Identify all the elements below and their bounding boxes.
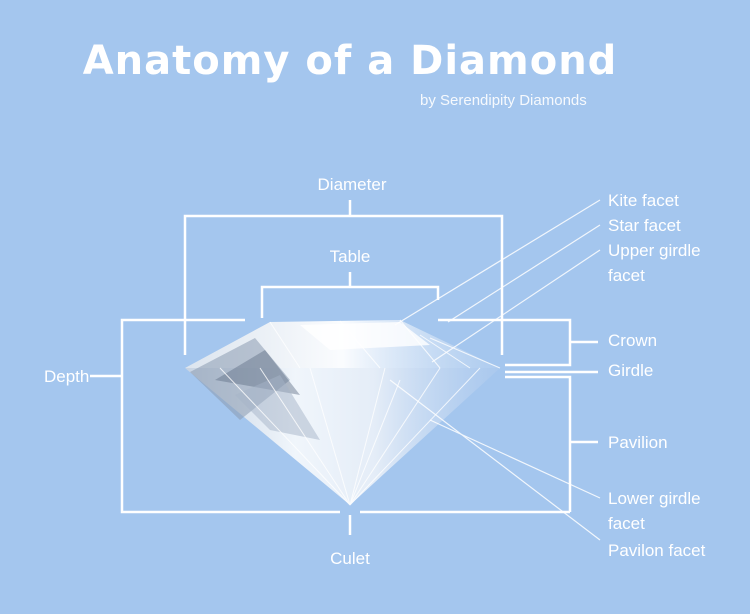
label-pavilion-facet: Pavilon facet: [608, 541, 706, 560]
label-lower-girdle-line2: facet: [608, 514, 645, 533]
pointer-lines: [389, 199, 601, 541]
diamond-image: [185, 319, 501, 506]
diameter-bracket: [183, 214, 504, 355]
label-depth: Depth: [44, 367, 89, 386]
label-crown: Crown: [608, 331, 657, 350]
diagram-title: Anatomy of a Diamond: [82, 38, 618, 84]
table-bracket: [260, 285, 440, 318]
label-girdle: Girdle: [608, 361, 653, 380]
label-pavilion: Pavilion: [608, 433, 668, 452]
label-upper-girdle-line1: Upper girdle: [608, 241, 701, 260]
label-lower-girdle-line1: Lower girdle: [608, 489, 701, 508]
label-table: Table: [330, 247, 371, 266]
label-kite-facet: Kite facet: [608, 191, 679, 210]
label-culet: Culet: [330, 549, 370, 568]
depth-bracket: [120, 318, 340, 514]
label-diameter: Diameter: [318, 175, 387, 194]
pavilion-bracket: [505, 375, 572, 512]
label-upper-girdle-line2: facet: [608, 266, 645, 285]
label-star-facet: Star facet: [608, 216, 681, 235]
diagram-subtitle: by Serendipity Diamonds: [420, 92, 587, 109]
measurement-lines: [90, 200, 598, 535]
